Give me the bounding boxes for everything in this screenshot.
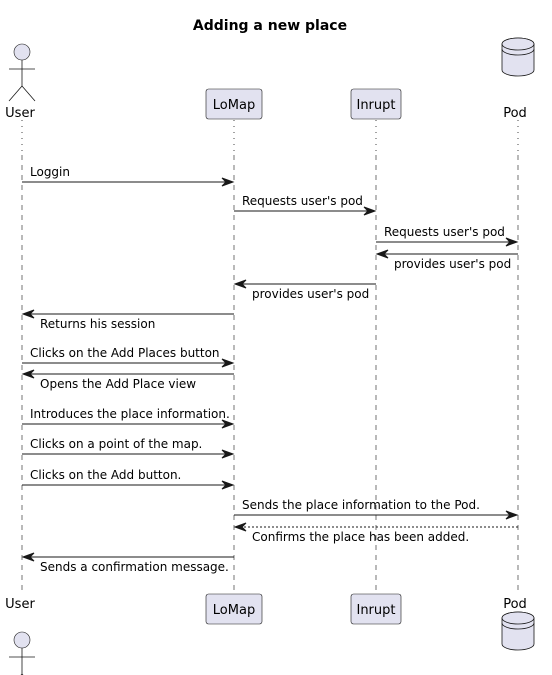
actor-icon (8, 43, 36, 102)
participant-label: Pod (503, 106, 527, 121)
diagram-title: Adding a new place (193, 18, 347, 34)
message-label: Clicks on a point of the map. (30, 437, 202, 451)
message-label: Loggin (30, 165, 70, 179)
participant-label: User (5, 106, 35, 121)
participant-box (205, 593, 263, 625)
arrowhead (505, 237, 519, 247)
message-label: Requests user's pod (384, 225, 505, 239)
participant-lomap-bottom: LoMap (205, 593, 263, 625)
participant-user-bottom: User (5, 597, 35, 675)
lifelines (21, 120, 519, 592)
arrowhead (375, 249, 389, 259)
message-3: Requests user's pod (376, 225, 519, 247)
participant-inrupt-bottom: Inrupt (350, 593, 402, 625)
actor-icon (9, 631, 35, 675)
message-label: provides user's pod (394, 257, 511, 271)
participant-lomap-top: LoMap (205, 88, 263, 120)
arrowhead (21, 309, 35, 319)
arrowhead (21, 552, 35, 562)
participant-label: LoMap (213, 98, 255, 113)
message-10: Clicks on a point of the map. (22, 437, 235, 459)
message-13: Confirms the place has been added. (233, 522, 518, 544)
participant-box (205, 88, 263, 120)
arrowhead (221, 480, 235, 490)
participant-user-top: User (5, 43, 36, 121)
participant-inrupt-top: Inrupt (350, 88, 402, 120)
participant-pod-top: Pod (501, 37, 535, 121)
participant-box (350, 593, 402, 625)
message-11: Clicks on the Add button. (22, 468, 235, 490)
arrowhead (233, 522, 247, 532)
message-label: Sends the place information to the Pod. (242, 498, 480, 512)
arrowhead (363, 206, 377, 216)
message-4: provides user's pod (375, 249, 518, 271)
participant-label: Inrupt (356, 603, 395, 618)
message-7: Clicks on the Add Places button (22, 346, 235, 368)
arrowhead (221, 449, 235, 459)
message-label: provides user's pod (252, 287, 369, 301)
arrowhead (233, 279, 247, 289)
message-label: Confirms the place has been added. (252, 530, 469, 544)
message-2: Requests user's pod (234, 194, 377, 216)
database-icon (501, 611, 535, 651)
participant-box (350, 88, 402, 120)
arrowhead (221, 419, 235, 429)
participant-label: User (5, 597, 35, 612)
participant-pod-bottom: Pod (501, 597, 535, 651)
participant-label: Pod (503, 597, 527, 612)
participant-label: Inrupt (356, 98, 395, 113)
arrowhead (21, 369, 35, 379)
participants-bottom: User LoMap Inrupt Pod (5, 593, 535, 675)
message-12: Sends the place information to the Pod. (234, 498, 519, 520)
message-label: Opens the Add Place view (40, 377, 196, 391)
message-label: Sends a confirmation message. (40, 560, 229, 574)
message-label: Returns his session (40, 317, 155, 331)
message-label: Clicks on the Add Places button (30, 346, 220, 360)
arrowhead (221, 358, 235, 368)
message-5: provides user's pod (233, 279, 376, 301)
message-8: Opens the Add Place view (21, 369, 234, 391)
message-6: Returns his session (21, 309, 234, 331)
message-label: Clicks on the Add button. (30, 468, 181, 482)
participant-label: LoMap (213, 603, 255, 618)
message-14: Sends a confirmation message. (21, 552, 234, 574)
database-icon (501, 37, 535, 77)
message-9: Introduces the place information. (22, 407, 235, 429)
message-label: Introduces the place information. (30, 407, 230, 421)
message-1: Loggin (22, 165, 235, 187)
arrowhead (505, 510, 519, 520)
message-label: Requests user's pod (242, 194, 363, 208)
arrowhead (221, 177, 235, 187)
